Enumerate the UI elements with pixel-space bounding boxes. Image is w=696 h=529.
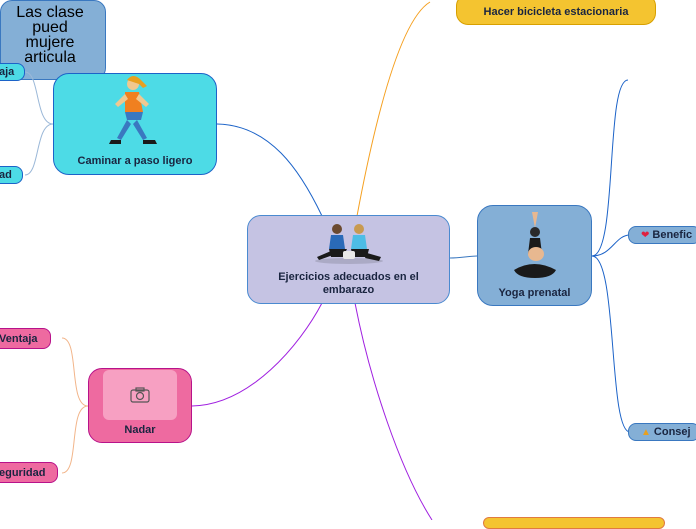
caminar-leaf-ventaja[interactable]: aja bbox=[0, 63, 26, 81]
yoga-leaf-consejos-label: Consej bbox=[653, 426, 691, 438]
nadar-leaf-seguridad[interactable]: eguridad bbox=[0, 462, 59, 483]
nadar-leaf-seguridad-label: eguridad bbox=[0, 466, 46, 479]
node-caminar[interactable]: Caminar a paso ligero bbox=[53, 73, 217, 175]
node-nadar-label: Nadar bbox=[124, 424, 156, 436]
heart-icon: ❤ bbox=[641, 229, 650, 241]
node-bicicleta-label: Hacer bicicleta estacionaria bbox=[483, 6, 629, 18]
node-yoga[interactable]: Yoga prenatal bbox=[477, 205, 592, 306]
image-placeholder bbox=[103, 370, 177, 420]
yoga-clases-line-1: Las clase bbox=[16, 4, 84, 21]
yoga-leaf-beneficios-label: Benefic bbox=[652, 229, 693, 241]
yoga-clases-line-2: pued bbox=[32, 19, 68, 36]
caminar-leaf-ventaja-label: aja bbox=[0, 66, 15, 78]
central-topic-label: Ejercicios adecuados en el embarazo bbox=[278, 271, 419, 296]
walking-woman-icon bbox=[109, 76, 157, 144]
node-nadar[interactable]: Nadar bbox=[88, 368, 192, 443]
nadar-leaf-ventaja-label: Ventaja bbox=[0, 332, 38, 345]
caminar-leaf-seguridad[interactable]: ad bbox=[0, 166, 23, 184]
yoga-clases-line-4: articula bbox=[24, 49, 76, 66]
yoga-clases-line-3: mujere bbox=[25, 34, 75, 51]
node-caminar-label: Caminar a paso ligero bbox=[77, 155, 193, 167]
camera-icon bbox=[130, 387, 150, 403]
central-topic[interactable]: Ejercicios adecuados en el embarazo bbox=[247, 215, 450, 304]
exercising-couple-image bbox=[314, 224, 383, 264]
node-bicicleta[interactable]: Hacer bicicleta estacionaria bbox=[456, 0, 656, 25]
yoga-leaf-consejos[interactable]: ▲ Consej bbox=[628, 423, 696, 441]
thumbs-up-icon: ▲ bbox=[641, 426, 651, 438]
yoga-woman-icon bbox=[513, 212, 556, 278]
node-yoga-label: Yoga prenatal bbox=[498, 287, 571, 299]
caminar-leaf-seguridad-label: ad bbox=[0, 169, 12, 181]
nadar-leaf-ventaja[interactable]: Ventaja bbox=[0, 328, 51, 349]
node-bottom-partial[interactable] bbox=[483, 517, 665, 529]
yoga-leaf-beneficios[interactable]: ❤ Benefic bbox=[628, 226, 696, 244]
